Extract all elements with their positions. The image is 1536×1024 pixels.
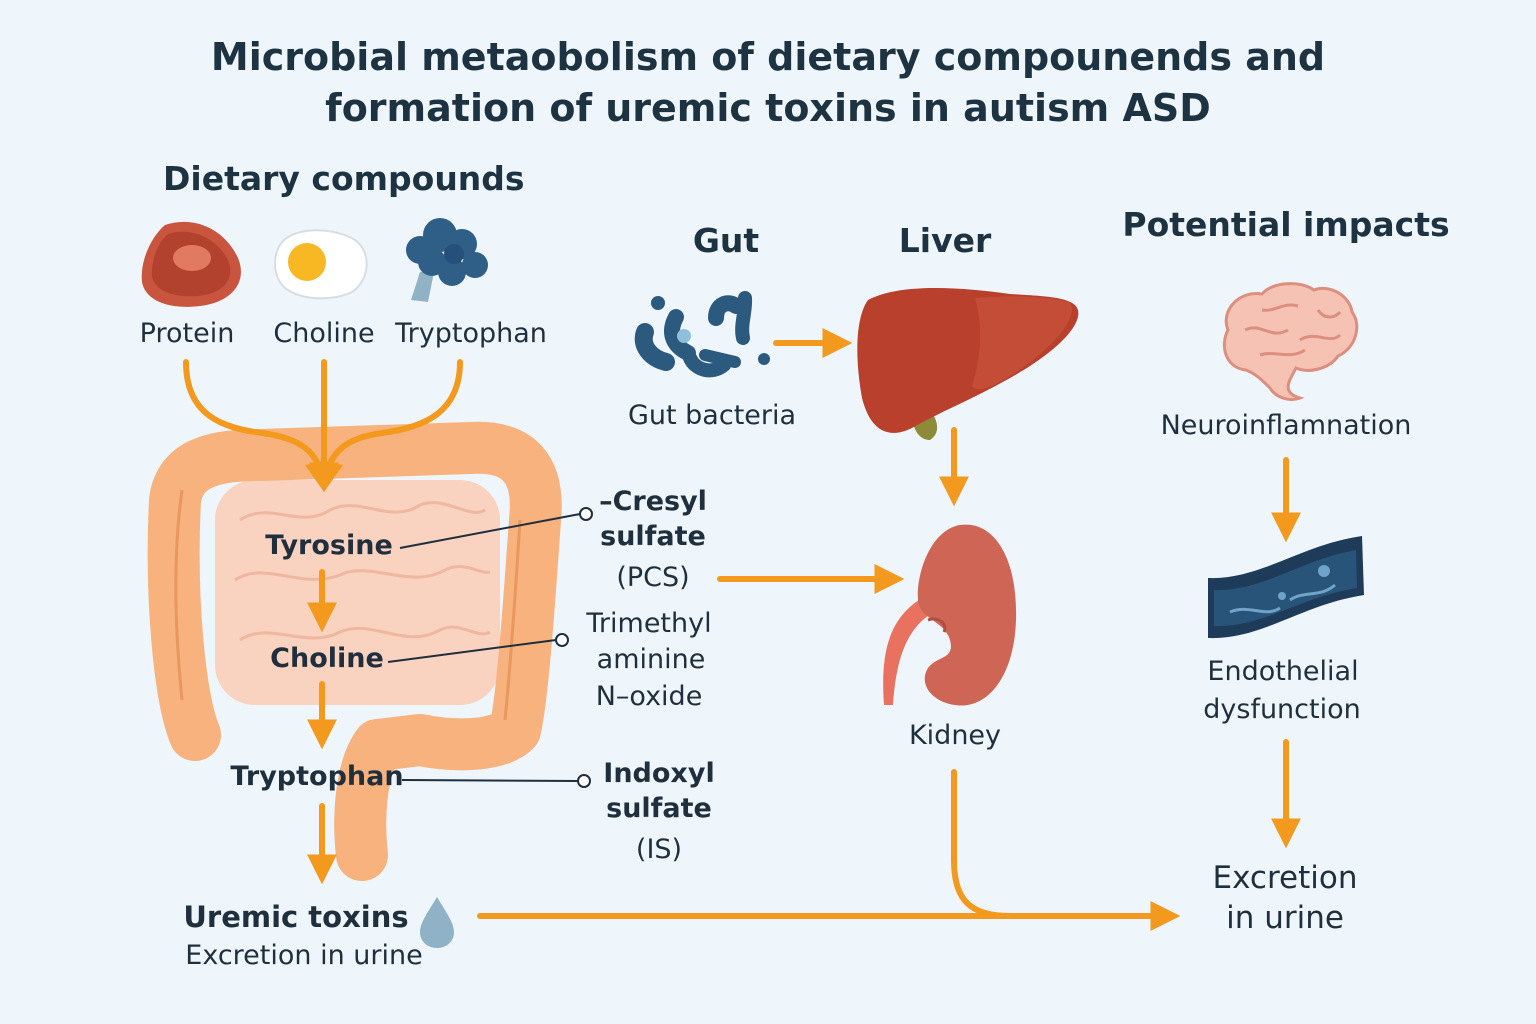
impacts-heading: Potential impacts	[1122, 205, 1450, 244]
steak-icon	[141, 221, 241, 307]
endothelial-line-2: dysfunction	[1203, 694, 1361, 725]
broccoli-icon	[406, 218, 488, 302]
water-drop-icon	[420, 897, 454, 948]
uremic-toxins-label: Uremic toxins	[183, 900, 409, 934]
tmao-line-2: aminine	[596, 644, 706, 675]
leader-lines	[387, 507, 593, 788]
intestine-illustration	[147, 421, 562, 881]
excretion-line-1: Excretion	[1212, 860, 1358, 896]
tmao-line-1: Trimethyl	[586, 608, 712, 639]
egg-icon	[274, 229, 368, 300]
dietary-item-tryptophan: Tryptophan	[395, 318, 547, 349]
page-title: Microbial metaobolism of dietary compoun…	[210, 35, 1326, 131]
blood-vessel-icon	[1208, 536, 1364, 639]
pcs-line-1: –Cresyl	[599, 486, 707, 517]
excretion-line-2: in urine	[1226, 900, 1344, 936]
brain-icon	[1222, 282, 1359, 402]
uremic-excretion-label: Excretion in urine	[185, 940, 423, 971]
gut-bacteria-label: Gut bacteria	[627, 400, 797, 431]
flow-arrows	[477, 328, 1181, 931]
gut-heading: Gut	[692, 221, 760, 260]
tmao-line-3: N–oxide	[595, 681, 703, 712]
intestine-step-tryptophan: Tryptophan	[230, 761, 404, 792]
liver-icon	[857, 287, 1079, 440]
kidney-label: Kidney	[908, 720, 1002, 751]
gut-bacteria-icon	[634, 291, 770, 378]
dietary-to-intestine-arrows	[183, 359, 463, 493]
liver-heading: Liver	[898, 221, 992, 260]
intestine-step-choline: Choline	[270, 643, 384, 674]
neuroinflammation-label: Neuroinflamnation	[1160, 410, 1412, 441]
is-line-1: Indoxyl	[603, 758, 715, 789]
dietary-item-choline: Choline	[273, 318, 375, 349]
is-line-2: sulfate	[606, 793, 712, 824]
pcs-line-2: sulfate	[600, 521, 706, 552]
is-line-3: (IS)	[635, 834, 683, 865]
intestine-step-tyrosine: Tyrosine	[265, 530, 393, 561]
pcs-line-3: (PCS)	[616, 562, 690, 593]
dietary-heading: Dietary compounds	[163, 159, 525, 198]
dietary-item-protein: Protein	[139, 318, 235, 349]
kidney-icon	[883, 524, 1017, 706]
endothelial-line-1: Endothelial	[1207, 656, 1359, 687]
